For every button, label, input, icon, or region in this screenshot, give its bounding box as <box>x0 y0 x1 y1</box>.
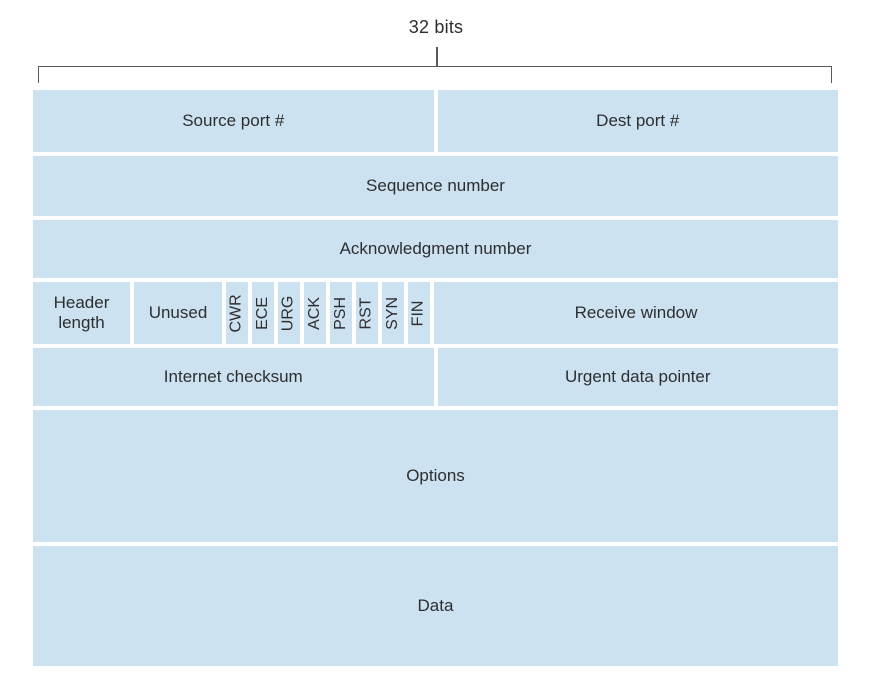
field-label: Receive window <box>574 302 698 322</box>
flag-label: ACK <box>305 296 323 330</box>
flag-label: ECE <box>253 296 271 330</box>
flag-label: SYN <box>383 296 401 330</box>
row-flags: Header length Unused CWR ECE URG ACK PSH… <box>33 282 838 344</box>
flag-label: URG <box>279 295 297 331</box>
field-label: Data <box>417 595 454 615</box>
field-urgent-data-pointer: Urgent data pointer <box>437 348 838 406</box>
field-source-port: Source port # <box>33 90 434 152</box>
width-bracket <box>38 66 832 83</box>
field-label: Unused <box>148 302 208 322</box>
field-ack-number: Acknowledgment number <box>33 220 838 278</box>
flag-label: CWR <box>227 293 245 333</box>
flag-urg: URG <box>278 282 300 344</box>
width-caption: 32 bits <box>408 17 464 37</box>
field-label: Header length <box>53 292 110 332</box>
row-ack-number: Acknowledgment number <box>33 220 838 278</box>
field-label: Internet checksum <box>163 366 303 386</box>
field-label: Options <box>406 465 465 485</box>
row-options: Options <box>33 410 838 542</box>
flag-cwr: CWR <box>226 282 248 344</box>
row-ports: Source port # Dest port # <box>33 90 838 152</box>
flag-label: RST <box>357 297 375 329</box>
flag-fin: FIN <box>408 282 430 344</box>
field-receive-window: Receive window <box>434 282 838 344</box>
flag-rst: RST <box>356 282 378 344</box>
field-label: Source port # <box>182 110 285 130</box>
field-internet-checksum: Internet checksum <box>33 348 434 406</box>
field-grid: Source port # Dest port # Sequence numbe… <box>33 90 838 666</box>
field-label: Acknowledgment number <box>339 238 532 258</box>
flag-ece: ECE <box>252 282 274 344</box>
flag-psh: PSH <box>330 282 352 344</box>
row-checksum: Internet checksum Urgent data pointer <box>33 348 838 406</box>
flag-syn: SYN <box>382 282 404 344</box>
field-data: Data <box>33 546 838 666</box>
field-unused: Unused <box>134 282 222 344</box>
row-data: Data <box>33 546 838 666</box>
row-sequence-number: Sequence number <box>33 156 838 216</box>
field-sequence-number: Sequence number <box>33 156 838 216</box>
field-label: Dest port # <box>596 110 680 130</box>
field-label: Sequence number <box>366 175 505 195</box>
field-dest-port: Dest port # <box>437 90 838 152</box>
flag-ack: ACK <box>304 282 326 344</box>
field-options: Options <box>33 410 838 542</box>
bracket-center-tick <box>436 47 438 67</box>
flag-label: PSH <box>331 296 349 330</box>
field-header-length: Header length <box>33 282 130 344</box>
field-label: Urgent data pointer <box>564 366 711 386</box>
flag-label: FIN <box>409 300 427 326</box>
